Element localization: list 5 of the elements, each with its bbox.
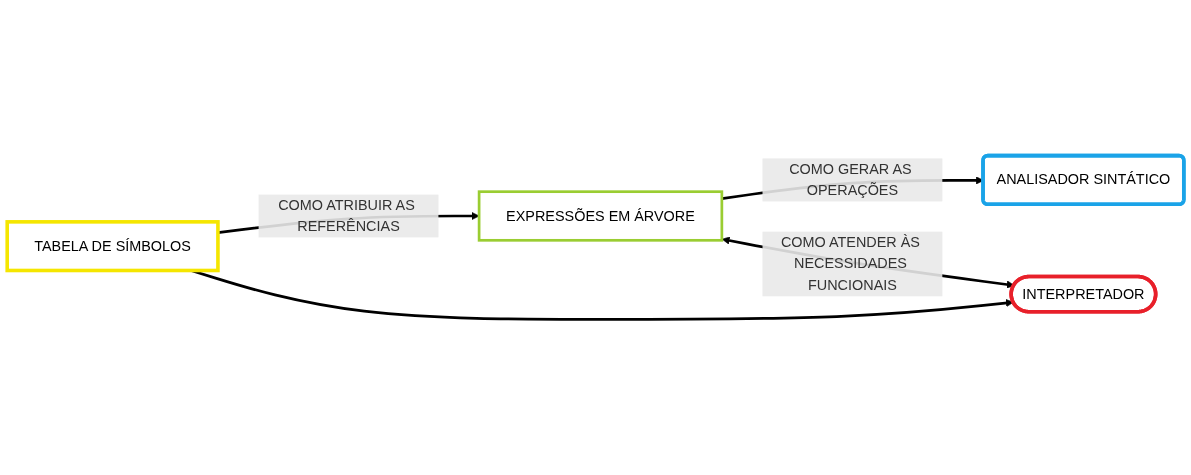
edge-label: COMO GERAR AS OPERAÇÕES bbox=[789, 161, 912, 198]
edge-label: COMO ATRIBUIR AS REFERÊNCIAS bbox=[278, 197, 415, 235]
node-box: EXPRESSÕES EM ÁRVORE bbox=[477, 190, 724, 242]
edge-label: COMO ATENDER ÀS NECESSIDADES FUNCIONAIS bbox=[780, 234, 920, 293]
node-box: TABELA DE SÍMBOLOS bbox=[5, 220, 220, 273]
